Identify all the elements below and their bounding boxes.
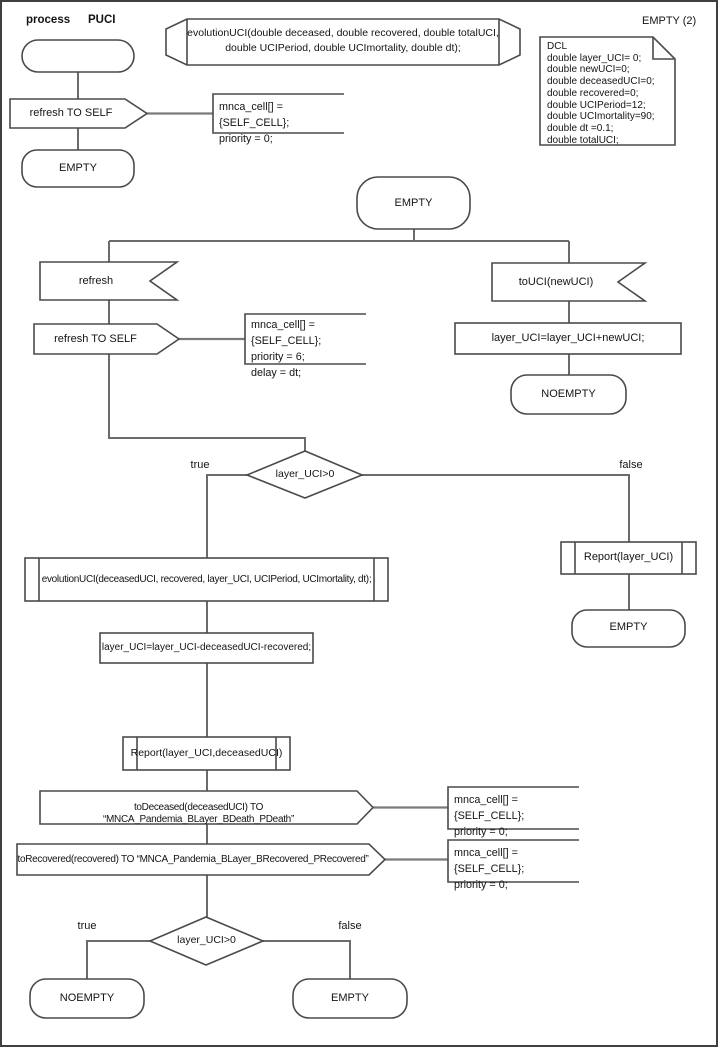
input-touci-shape	[491, 262, 648, 302]
call-evolutionuci-text: evolutionUCI(deceasedUCI, recovered, lay…	[41, 574, 372, 585]
task-subtract-text: layer_UCI=layer_UCI-deceasedUCI-recovere…	[101, 642, 312, 653]
state-empty-3-shape	[571, 609, 686, 648]
process-keyword: process	[26, 14, 71, 26]
state-noempty-2-text: NOEMPTY	[59, 992, 115, 1004]
comment-bracket-todeceased	[447, 786, 579, 830]
comment-bracket-top	[212, 93, 344, 134]
output-refresh-to-self-top-text: refresh TO SELF	[29, 107, 113, 119]
output-refresh-to-self-top-shape	[9, 98, 149, 129]
output-refresh-to-self-shape	[33, 323, 181, 355]
state-noempty-1-shape	[510, 374, 627, 415]
call-evolutionuci-shape	[24, 557, 389, 602]
state-noempty-2-shape	[29, 978, 145, 1019]
comment-todeceased-text: mnca_cell[] = {SELF_CELL}; priority = 0;	[454, 794, 525, 838]
dcl-note-text: DCL double layer_UCI= 0; double newUCI=0…	[547, 41, 655, 146]
call-report-layeruci-shape	[560, 541, 697, 575]
call-report-deceased-shape	[122, 736, 291, 771]
decision-bottom-false-label: false	[338, 920, 362, 932]
decision-bottom-true-label: true	[77, 920, 97, 932]
output-torecovered-text: toRecovered(recovered) TO “MNCA_Pandemia…	[17, 854, 369, 865]
output-todeceased-shape	[39, 790, 375, 825]
task-add-newuci-shape	[454, 322, 682, 355]
state-empty-2-shape	[356, 176, 471, 230]
state-empty-2-text: EMPTY	[394, 197, 433, 209]
page-label: EMPTY (2)	[642, 15, 697, 27]
procedure-declaration-text: evolutionUCI(double deceased, double rec…	[187, 27, 499, 54]
procedure-declaration-shape	[165, 18, 521, 66]
decision-top-condition: layer_UCI>0	[275, 468, 335, 480]
state-empty-4-text: EMPTY	[331, 992, 369, 1004]
input-refresh-text: refresh	[78, 275, 114, 287]
call-report-layeruci-text: Report(layer_UCI)	[583, 551, 674, 563]
output-refresh-to-self-text: refresh TO SELF	[54, 333, 137, 345]
decision-bottom-shape	[147, 916, 266, 966]
comment-refresh-text: mnca_cell[] = {SELF_CELL}; priority = 6;…	[251, 319, 322, 379]
state-empty-1-text: EMPTY	[59, 162, 97, 174]
state-noempty-1-text: NOEMPTY	[541, 388, 596, 400]
output-todeceased-text: toDeceased(deceasedUCI) TO “MNCA_Pandemi…	[103, 802, 294, 825]
comment-connectors	[147, 112, 448, 861]
task-add-newuci-text: layer_UCI=layer_UCI+newUCI;	[491, 332, 645, 344]
start-symbol	[21, 39, 135, 73]
task-subtract-shape	[99, 632, 314, 664]
decision-top-true-label: true	[190, 459, 210, 471]
flow-connectors	[77, 72, 630, 979]
state-empty-4-shape	[292, 978, 408, 1019]
output-torecovered-shape	[16, 843, 387, 876]
input-refresh-shape	[39, 261, 180, 301]
process-name: PUCI	[88, 14, 116, 26]
comment-torecovered-text: mnca_cell[] = {SELF_CELL}; priority = 0;	[454, 847, 525, 891]
comment-bracket-torecovered	[447, 839, 579, 883]
input-touci-text: toUCI(newUCI)	[518, 276, 594, 288]
dcl-note-shape	[539, 36, 676, 146]
decision-top-shape	[244, 450, 365, 499]
decision-bottom-condition: layer_UCI>0	[177, 934, 236, 946]
comment-top-text: mnca_cell[] = {SELF_CELL}; priority = 0;	[219, 101, 290, 145]
call-report-deceased-text: Report(layer_UCI,deceasedUCI)	[130, 747, 283, 759]
state-empty-3-text: EMPTY	[609, 621, 648, 633]
comment-bracket-refresh	[244, 313, 366, 365]
decision-top-false-label: false	[619, 459, 643, 471]
state-empty-1-shape	[21, 149, 135, 188]
